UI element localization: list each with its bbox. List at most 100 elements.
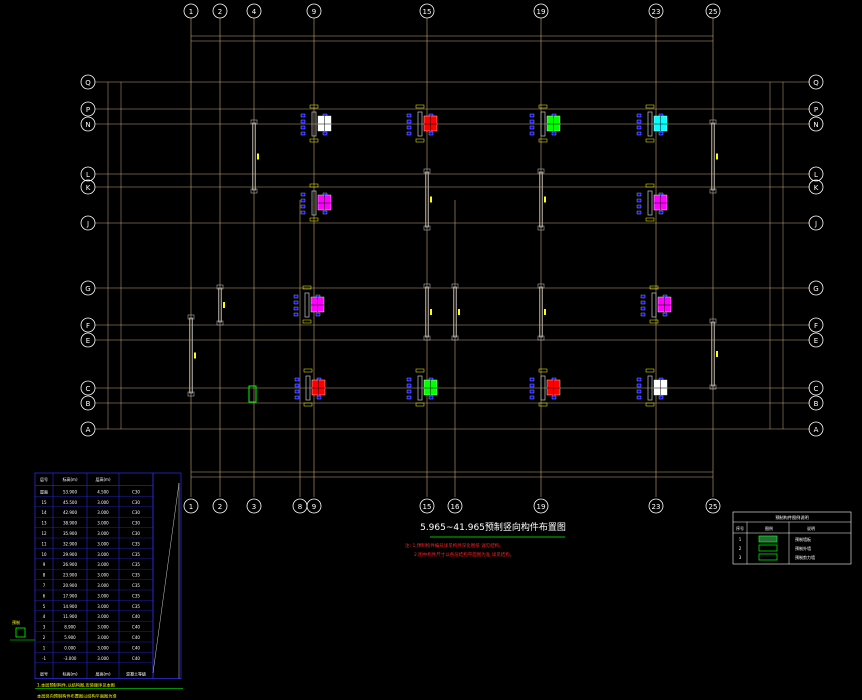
wall-body	[417, 375, 423, 401]
table-cell: C35	[132, 604, 140, 609]
axis-bubble-left: G	[80, 280, 96, 296]
wall-node	[640, 285, 672, 324]
table-cell: 3.000	[97, 593, 109, 598]
wall-body	[539, 286, 543, 338]
drawing-title: 5.965~41.965预制竖向构件布置图	[420, 521, 566, 533]
axis-label: K	[814, 184, 819, 192]
table-cell: 35.900	[63, 531, 77, 536]
table-cell: 屋面	[40, 488, 48, 494]
table-cell: 3.000	[97, 625, 109, 630]
bubble-circle	[80, 179, 96, 195]
table-cell: 26.900	[63, 562, 77, 567]
rebar-mark	[636, 131, 642, 136]
wall-body	[453, 286, 457, 338]
table-side-panel	[152, 472, 182, 680]
rebar-mark	[300, 125, 306, 130]
rebar-mark	[293, 312, 299, 317]
legend-header: 图例	[765, 525, 773, 531]
rebar-mark	[658, 131, 664, 136]
table-cell: 11.900	[63, 614, 77, 619]
axis-bubble-right: P	[808, 101, 824, 117]
node-label	[415, 402, 425, 407]
table-cell: C30	[132, 500, 140, 505]
rebar-mark	[640, 312, 646, 317]
table-cell: 3.000	[97, 531, 109, 536]
node-label	[309, 217, 319, 222]
rebar-mark	[300, 210, 306, 215]
axis-label: C	[814, 385, 819, 393]
axis-bubble-right: A	[808, 421, 824, 437]
axis-bubble-right: J	[808, 215, 824, 231]
axis-label: N	[85, 121, 90, 129]
axis-bubble-left: J	[80, 215, 96, 231]
axis-label: 2	[218, 8, 222, 16]
table-cell: 0.000	[64, 645, 76, 650]
axis-label: F	[86, 322, 90, 330]
node-label	[302, 319, 312, 324]
axis-label: P	[814, 106, 818, 114]
axis-bubble-right: N	[808, 116, 824, 132]
bubble-circle	[80, 380, 96, 396]
table-cell: 5.900	[64, 635, 76, 640]
wall-end	[709, 318, 717, 324]
rebar-mark	[529, 131, 535, 136]
wall-end	[709, 188, 717, 194]
wall-node	[529, 368, 561, 407]
rebar-mark	[636, 395, 642, 400]
table-cell: C35	[132, 573, 140, 578]
axis-label: 23	[652, 8, 661, 16]
wall-body	[711, 122, 715, 191]
bubble-circle	[808, 280, 824, 296]
table-note: 1.本层预制构件,以结构图,安装顺序见本图	[37, 682, 115, 689]
rebar-mark	[322, 131, 328, 136]
bubble-circle	[808, 179, 824, 195]
rebar-mark	[293, 294, 299, 299]
rebar-mark	[406, 395, 412, 400]
table-cell: 3.000	[97, 510, 109, 515]
wall-node	[636, 183, 668, 222]
precast-wall	[423, 283, 432, 341]
table-cell: 3.000	[97, 521, 109, 526]
green-precast-block	[248, 385, 257, 403]
rebar-mark	[293, 300, 299, 305]
rebar-mark	[300, 131, 306, 136]
axis-label: F	[814, 322, 818, 330]
axis-label: 3	[252, 503, 256, 511]
rebar-mark	[658, 395, 664, 400]
rebar-mark	[529, 383, 535, 388]
axis-label: J	[814, 220, 817, 228]
axis-label: G	[813, 285, 818, 293]
table-cell: 45.500	[63, 500, 77, 505]
rebar-mark	[636, 204, 642, 209]
table-cell: 层高(m)	[95, 671, 110, 677]
table-cell: 53.900	[63, 489, 77, 494]
table-cell: 层高(m)	[95, 476, 110, 482]
wall-body	[425, 171, 429, 228]
bubble-circle	[808, 317, 824, 333]
table-cell: C35	[132, 552, 140, 557]
axis-bubble-right: Q	[808, 74, 824, 90]
table-cell: 标高(m)	[62, 671, 77, 677]
axis-label: E	[814, 337, 818, 345]
node-label	[302, 285, 312, 290]
wall-end	[216, 284, 224, 290]
axis-label: G	[85, 285, 90, 293]
axis-label: 15	[423, 8, 432, 16]
rebar-mark	[636, 389, 642, 394]
axis-bubble-right: E	[808, 332, 824, 348]
axis-label: 1	[189, 8, 193, 16]
wall-end	[216, 320, 224, 326]
precast-wall	[187, 314, 196, 397]
axis-bubble-right: G	[808, 280, 824, 296]
wall-end	[423, 283, 431, 289]
axis-bubble-left: K	[80, 179, 96, 195]
axis-label: 16	[451, 503, 460, 511]
table-cell: -1	[42, 656, 46, 661]
axis-label: 15	[423, 503, 432, 511]
table-cell: 17.900	[63, 593, 77, 598]
table-cell: C30	[132, 531, 140, 536]
node-label	[415, 138, 425, 143]
table-cell: -3.000	[64, 656, 77, 661]
axis-bubble-bottom: 16	[447, 498, 463, 514]
axis-bubble-left: Q	[80, 74, 96, 90]
